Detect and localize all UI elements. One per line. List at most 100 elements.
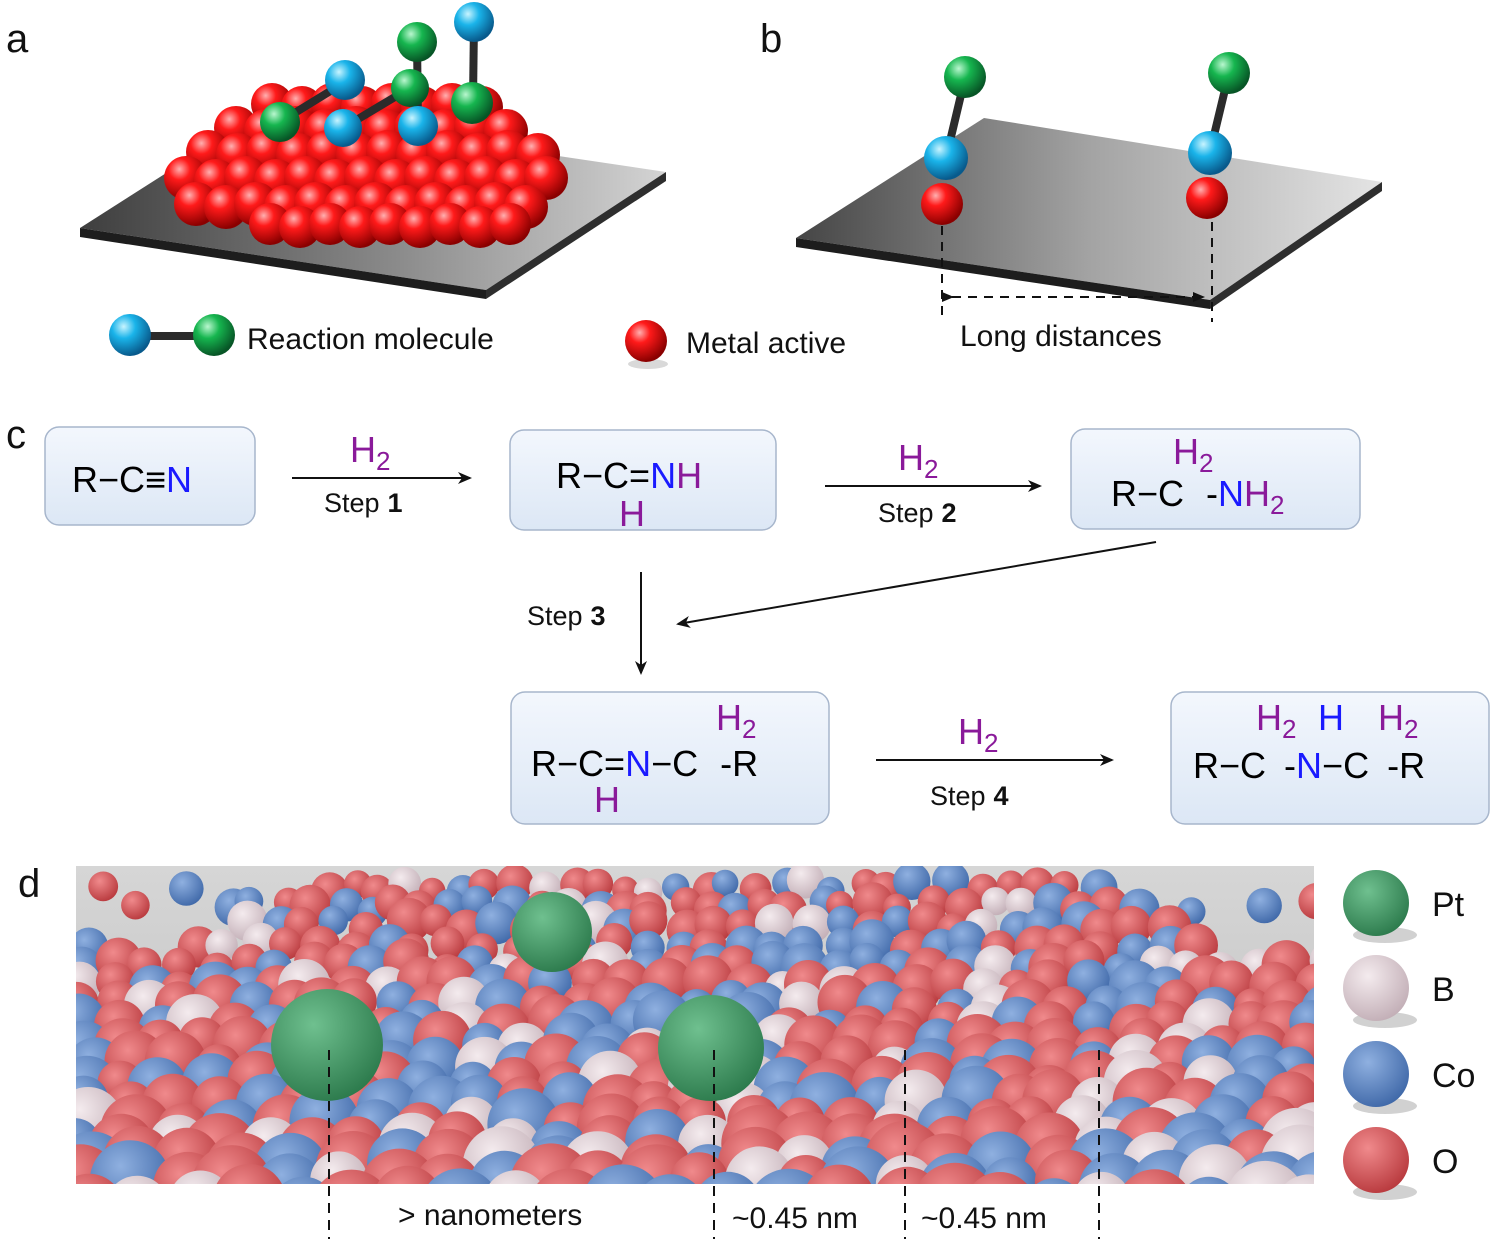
distance-markers — [328, 1050, 1100, 1239]
surface-atom — [852, 882, 893, 923]
surface-atom — [1005, 887, 1037, 919]
legend-swatch-co — [1343, 1041, 1409, 1107]
legend-reaction-molecule: Reaction molecule — [109, 314, 494, 356]
surface-atom — [1124, 1169, 1186, 1184]
surface-atom — [319, 1169, 384, 1184]
surface-atom — [587, 1164, 659, 1184]
surface-atom — [1178, 1144, 1252, 1184]
surface-atom — [893, 866, 931, 900]
pt-atoms — [271, 892, 764, 1101]
h2-step-4: H2 — [958, 711, 998, 758]
surface-atom — [1228, 1160, 1302, 1184]
legend-label-co: Co — [1432, 1057, 1475, 1095]
box-primary-amine — [1070, 428, 1361, 530]
site-b-left — [921, 56, 986, 225]
long-distance-indicator — [941, 222, 1213, 322]
legend-metal-active-label: Metal active — [686, 327, 846, 360]
surface-atom — [1298, 883, 1314, 920]
molecule-nitrile: R−C≡N — [72, 459, 192, 500]
element-legend: PtB CoO — [1343, 870, 1475, 1200]
surface-atom — [430, 926, 465, 961]
surface-atom — [174, 1170, 227, 1184]
h2-step-1: H2 — [350, 429, 390, 476]
surface-atom — [489, 1170, 543, 1184]
legend-swatch-pt — [1343, 870, 1409, 936]
pt-atom — [512, 892, 592, 972]
surface-atom — [1285, 1174, 1314, 1184]
imine-h-below: H — [619, 493, 645, 534]
surface-atom — [115, 1175, 159, 1184]
surface-atom — [428, 1168, 493, 1184]
blue-atom-icon — [109, 314, 151, 356]
distance-near-label-1: ~0.45 nm — [732, 1202, 858, 1235]
surface-atom — [1077, 1171, 1126, 1184]
surface-atom — [216, 1164, 282, 1184]
red-atom-icon — [625, 320, 667, 362]
legend-swatch-o — [1343, 1127, 1409, 1193]
surface-atom — [191, 1145, 273, 1184]
surface-atom — [754, 903, 794, 943]
amine-h2-above: H2 — [1173, 431, 1213, 478]
sec-amine-h2-left: H2 — [1256, 697, 1296, 744]
metal-cluster-a — [164, 83, 568, 248]
molecule-imine: R−C=NH — [556, 455, 702, 496]
surface-atom — [973, 1172, 1027, 1184]
surface-atom — [121, 890, 150, 920]
plate-b — [796, 118, 1382, 309]
h2-step-2: H2 — [898, 437, 938, 484]
surface-atom — [169, 871, 204, 906]
molecule-primary-amine: R−C-NH2 — [1111, 473, 1285, 520]
legend-metal-active: Metal active — [625, 320, 846, 369]
surface-atom — [1189, 1176, 1229, 1184]
sec-imine-h2-above: H2 — [716, 697, 756, 744]
surface-atom — [629, 901, 668, 940]
panel-c-reaction-scheme: R−C≡N R−C=NH H H2 R−C-NH2 H2 R−C=N−C-R H… — [44, 426, 1490, 825]
surface-atom — [89, 1140, 171, 1184]
green-atom-icon — [193, 314, 235, 356]
surface-atom — [537, 1168, 602, 1184]
legend-swatch-b — [1343, 955, 1409, 1021]
legend-label-o: O — [1432, 1143, 1458, 1181]
pt-atom — [658, 995, 764, 1101]
surface-atom — [756, 1168, 822, 1184]
legend-label-b: B — [1432, 971, 1455, 1009]
legend-label-pt: Pt — [1432, 886, 1465, 924]
surface-atom — [162, 947, 196, 982]
pt-atom — [271, 989, 383, 1101]
molecule-secondary-amine: R−C-N−C-R — [1193, 745, 1425, 786]
molecule-secondary-imine: R−C=N−C-R — [531, 743, 758, 784]
panel-label-c: c — [6, 413, 26, 457]
box-imine — [509, 429, 777, 531]
metal-atom — [489, 203, 531, 245]
surface-atom — [377, 1165, 438, 1184]
box-secondary-amine — [1170, 691, 1490, 825]
surface-atom — [670, 887, 702, 918]
surface-atom — [88, 871, 119, 902]
surface-atom — [282, 1176, 325, 1184]
legend-reaction-molecule-label: Reaction molecule — [247, 323, 494, 356]
sec-imine-h-below: H — [594, 779, 620, 820]
long-distances-label: Long distances — [960, 320, 1162, 353]
site-b-right — [1186, 52, 1250, 219]
surface-atom — [711, 869, 739, 897]
box-secondary-imine — [510, 691, 830, 825]
panel-label-a: a — [6, 17, 29, 61]
arrow-step-3-diagonal — [676, 541, 1157, 628]
panel-label-d: d — [18, 862, 40, 906]
sec-amine-h2-right: H2 — [1378, 697, 1418, 744]
surface-atom — [918, 1162, 992, 1184]
box-nitrile — [44, 426, 256, 526]
surface-atom — [645, 1174, 696, 1184]
surface-atom — [981, 887, 1010, 916]
panel-a-nanoparticle-illustration — [80, 2, 666, 299]
surface-atom — [1036, 1178, 1072, 1184]
panel-b-single-site-illustration: Long distances — [796, 52, 1382, 353]
surface-atom — [1309, 948, 1314, 973]
surface-atom — [807, 1164, 872, 1184]
